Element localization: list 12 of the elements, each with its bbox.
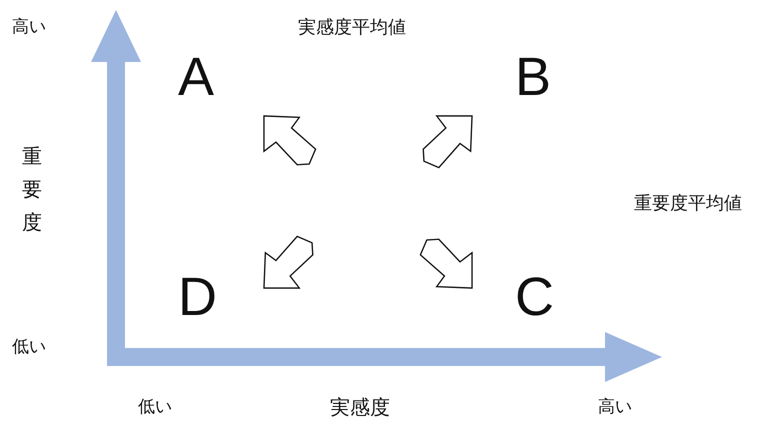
axis-label: 低い [12,338,46,357]
axis-label: 低い [138,398,172,417]
axis-label: 高い [12,18,46,37]
quadrant-letter: D [178,268,217,328]
quadrant-letter: A [178,48,214,108]
axis-title: 実感度 [330,396,390,418]
quadrant-letter: B [515,48,552,108]
quadrant-letter: C [515,268,554,328]
average-label: 実感度平均値 [298,18,406,38]
axis-label: 高い [598,398,632,417]
average-label: 重要度平均値 [634,194,742,214]
axis-title: 重要度 [22,143,42,236]
